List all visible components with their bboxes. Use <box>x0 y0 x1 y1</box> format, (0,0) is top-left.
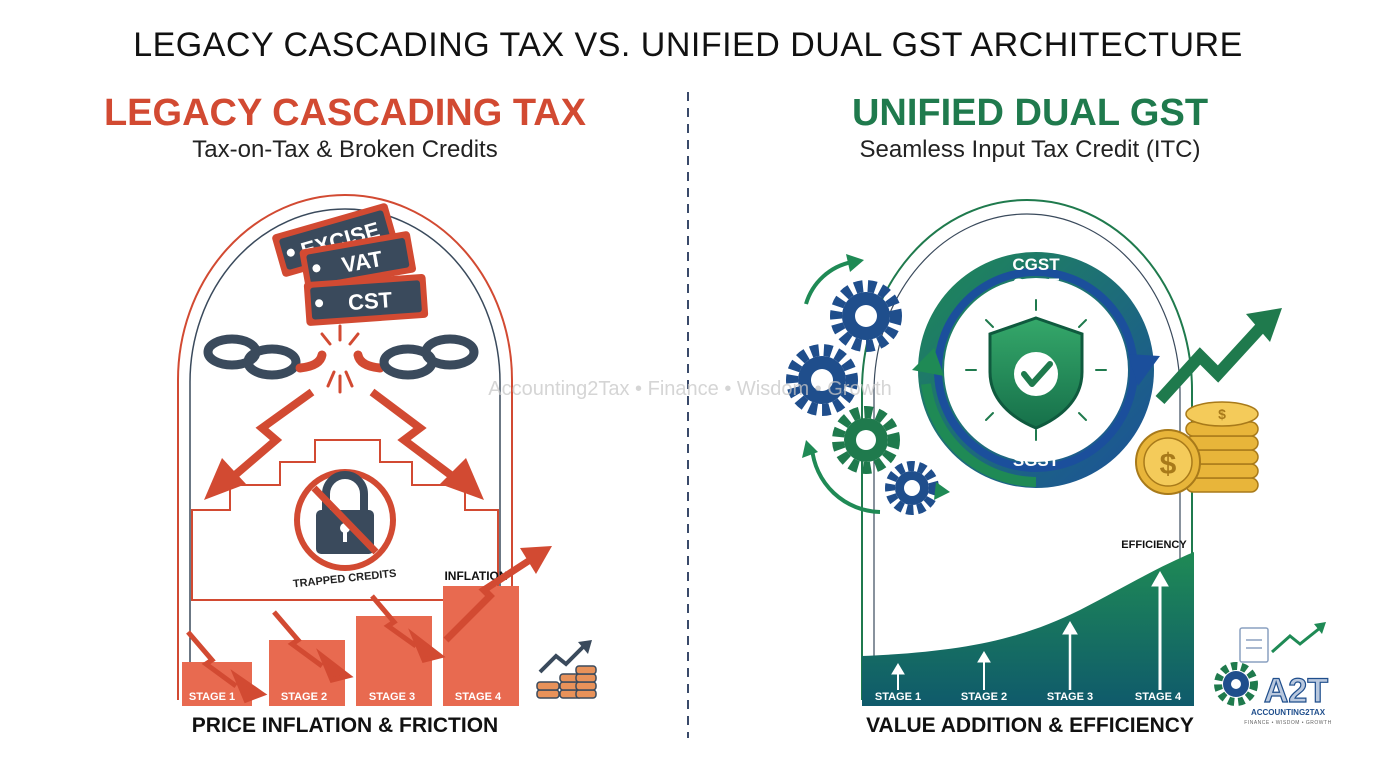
stage-label-r3: STAGE 3 <box>1047 691 1093 703</box>
gst-subheading: Seamless Input Tax Credit (ITC) <box>859 136 1201 163</box>
svg-text:$: $ <box>1160 448 1177 481</box>
brand-logo-text: A2T <box>1264 672 1328 710</box>
trend-arrow-icon <box>538 640 592 674</box>
ring-label-sgst-top: SGST <box>1013 275 1060 294</box>
cascade-arrow-left <box>204 388 315 500</box>
tag-cst: CST <box>347 287 393 315</box>
coin-stack-icon <box>536 665 597 699</box>
page-title: LEGACY CASCADING TAX VS. UNIFIED DUAL GS… <box>133 26 1243 64</box>
gst-heading: UNIFIED DUAL GST <box>851 92 1209 134</box>
chain-break-spark <box>320 324 360 394</box>
legacy-heading: LEGACY CASCADING TAX <box>103 92 587 134</box>
dollar-coin-icon: $ <box>1135 429 1201 495</box>
coin-stack-icon: $ <box>1185 401 1259 493</box>
stage-label-r4: STAGE 4 <box>1135 691 1182 703</box>
stage-bars <box>182 586 519 706</box>
gst-footer: VALUE ADDITION & EFFICIENCY <box>866 714 1194 737</box>
stage-label-r2: STAGE 2 <box>961 691 1007 703</box>
ring-label-cgst: CGST <box>1012 255 1060 274</box>
broken-chain-icon <box>203 334 479 380</box>
tag-icon: EXCISE VAT CST <box>272 203 429 326</box>
stage-label-l4: STAGE 4 <box>455 691 502 703</box>
shield-check-icon <box>965 299 1107 441</box>
stage-label-l1: STAGE 1 <box>189 691 235 703</box>
inflation-arrow <box>443 546 552 643</box>
lock-icon <box>294 469 396 571</box>
stage-label-l2: STAGE 2 <box>281 691 327 703</box>
growth-arrow-icon <box>1155 308 1282 405</box>
decline-arrows <box>186 594 446 704</box>
efficiency-area <box>862 552 1194 706</box>
brand-logo: A2T <box>1214 622 1329 711</box>
legacy-subheading: Tax-on-Tax & Broken Credits <box>192 136 498 163</box>
brand-name: ACCOUNTING2TAX <box>1250 708 1326 717</box>
watermark: Accounting2Tax • Finance • Wisdom • Grow… <box>488 378 892 400</box>
gear-icon <box>786 254 950 515</box>
efficiency-label: EFFICIENCY <box>1121 539 1187 551</box>
legacy-footer: PRICE INFLATION & FRICTION <box>191 714 499 737</box>
stage-label-r1: STAGE 1 <box>875 691 921 703</box>
stage-label-l3: STAGE 3 <box>369 691 415 703</box>
legacy-arch <box>177 194 513 700</box>
inflation-label: INFLATION <box>444 569 507 583</box>
efficiency-arrows <box>891 570 1169 690</box>
legacy-arch-inner <box>189 208 501 700</box>
ring-label-sgst-bottom: SGST <box>1013 451 1060 470</box>
brand-tagline: FINANCE • WISDOM • GROWTH <box>1244 720 1332 726</box>
cascade-arrow-right <box>369 388 484 500</box>
svg-text:$: $ <box>1218 406 1226 422</box>
